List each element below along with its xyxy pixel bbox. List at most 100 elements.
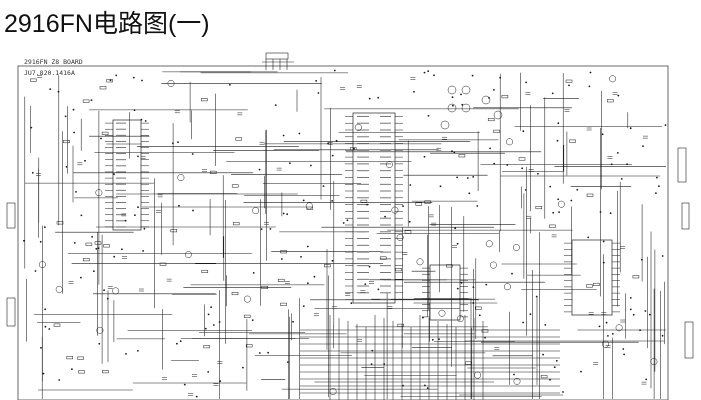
transistor — [474, 371, 482, 379]
junction-dot — [98, 342, 101, 345]
junction-dot — [557, 198, 560, 201]
resistor — [349, 147, 357, 151]
junction-dot — [121, 248, 123, 251]
junction-dot — [113, 255, 116, 258]
junction-dot — [427, 70, 430, 73]
junction-dots — [23, 69, 667, 398]
right-connector-2 — [681, 202, 690, 230]
resistor — [231, 292, 239, 296]
junction-dot — [542, 353, 544, 356]
transistor — [252, 207, 260, 215]
junction-dot — [71, 368, 73, 371]
junction-dot — [40, 347, 42, 349]
junction-dot — [472, 176, 475, 178]
transistor — [609, 75, 617, 83]
junction-dot — [605, 321, 608, 324]
junction-dot — [44, 308, 47, 311]
resistor — [518, 157, 526, 161]
junction-dot — [456, 287, 459, 290]
junction-dot — [132, 76, 135, 79]
junction-dot — [484, 336, 486, 339]
junction-dot — [183, 383, 186, 386]
junction-dot — [73, 242, 76, 244]
junction-dot — [251, 319, 254, 321]
resistor — [201, 98, 208, 102]
junction-dot — [632, 313, 635, 316]
junction-dot — [176, 342, 178, 345]
resistor — [77, 356, 84, 360]
junction-dot — [346, 219, 349, 222]
junction-dot — [489, 147, 491, 150]
junction-dot — [377, 96, 380, 99]
junction-dot — [212, 324, 215, 326]
resistor — [493, 129, 500, 133]
transistor — [167, 79, 175, 87]
resistor — [170, 229, 178, 233]
junction-dot — [649, 313, 651, 316]
junction-dot — [661, 334, 664, 337]
junction-dot — [524, 189, 527, 191]
junction-dot — [544, 324, 547, 326]
transistor — [391, 206, 399, 214]
junction-dot — [522, 321, 524, 324]
junction-dot — [423, 155, 426, 158]
junction-dot — [433, 74, 435, 77]
transistor — [95, 189, 103, 197]
transistor — [184, 251, 192, 259]
junction-dot — [137, 206, 139, 209]
resistor — [245, 344, 253, 348]
resistor — [209, 170, 217, 174]
resistor — [565, 79, 573, 83]
junction-dot — [452, 104, 454, 107]
junction-dot — [557, 122, 560, 125]
junction-dot — [80, 276, 82, 279]
resistor — [203, 345, 210, 349]
ic-left — [112, 119, 142, 231]
junction-dot — [97, 247, 100, 250]
junction-dot — [617, 94, 620, 97]
resistor — [30, 78, 37, 82]
junction-dot — [601, 133, 604, 136]
resistor — [395, 268, 402, 272]
junction-dot — [48, 328, 51, 330]
resistor — [586, 193, 594, 197]
resistor — [569, 139, 576, 143]
resistor — [102, 370, 109, 374]
junction-dot — [141, 79, 143, 82]
resistor — [201, 269, 209, 273]
junction-dot — [424, 384, 426, 387]
junction-dot — [522, 130, 525, 133]
junction-dot — [506, 164, 509, 166]
junction-dot — [315, 80, 317, 82]
junction-dot — [588, 85, 591, 88]
junction-dot — [645, 378, 648, 381]
junction-dot — [642, 145, 644, 148]
junction-dot — [610, 163, 613, 166]
junction-dot — [570, 199, 573, 202]
junction-dot — [140, 118, 143, 121]
junction-dot — [144, 120, 147, 122]
resistor — [465, 361, 472, 365]
resistor — [78, 370, 85, 374]
junction-dot — [408, 220, 411, 223]
transistor — [243, 295, 251, 303]
junction-dot — [317, 92, 320, 94]
junction-dot — [229, 84, 231, 86]
resistor — [94, 241, 102, 245]
board-name-label: 2916FN Z8 BOARD — [24, 58, 83, 66]
junction-dot — [422, 316, 424, 319]
junction-dot — [368, 97, 371, 100]
junction-dot — [537, 172, 539, 175]
junction-dot — [73, 131, 75, 134]
transistor — [416, 258, 424, 266]
transistor — [650, 358, 658, 366]
transistor — [504, 283, 511, 291]
junction-dot — [620, 178, 623, 180]
junction-dot — [499, 76, 502, 79]
junction-dot — [134, 214, 136, 217]
junction-dot — [485, 283, 488, 286]
resistor — [63, 140, 70, 144]
left-connector-2 — [6, 297, 16, 327]
junction-dot — [84, 159, 86, 162]
junction-dot — [423, 71, 426, 74]
